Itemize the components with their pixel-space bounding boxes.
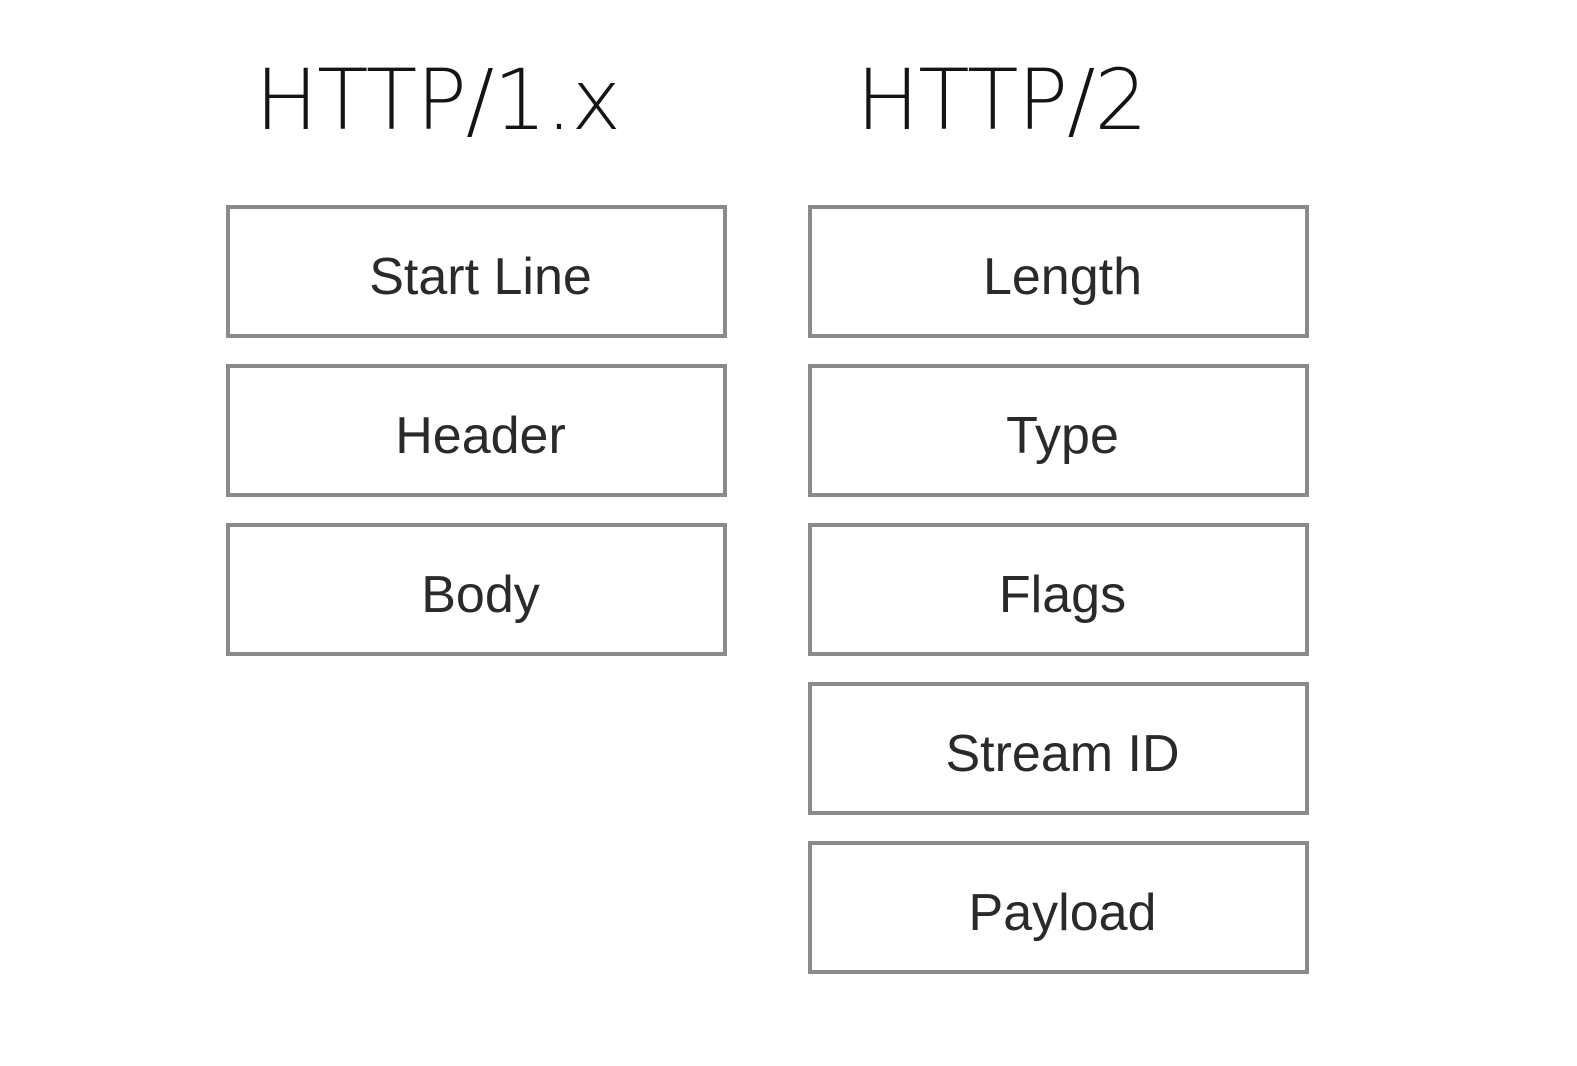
http1-start-line-box: Start Line [226,205,727,338]
http2-type-label: Type [1006,406,1119,465]
http1-header-box: Header [226,364,727,497]
http2-flags-box: Flags [808,523,1309,656]
http1-title: HTTP/1.x [254,51,621,149]
http2-payload-label: Payload [968,883,1157,942]
http2-type-box: Type [808,364,1309,497]
http1-body-label: Body [421,565,540,624]
http2-stream-id-label: Stream ID [945,724,1180,783]
http2-length-box: Length [808,205,1309,338]
http1-body-box: Body [226,523,727,656]
http2-flags-label: Flags [998,565,1127,624]
http1-header-label: Header [395,406,566,465]
http1-field-list: Start Line Header Body [226,205,727,682]
http2-stream-id-box: Stream ID [808,682,1309,815]
http1-start-line-label: Start Line [369,247,592,306]
http2-length-label: Length [982,247,1143,306]
http2-title: HTTP/2 [856,51,1148,149]
http2-field-list: Length Type Flags Stream ID Payload [808,205,1309,1000]
http2-payload-box: Payload [808,841,1309,974]
